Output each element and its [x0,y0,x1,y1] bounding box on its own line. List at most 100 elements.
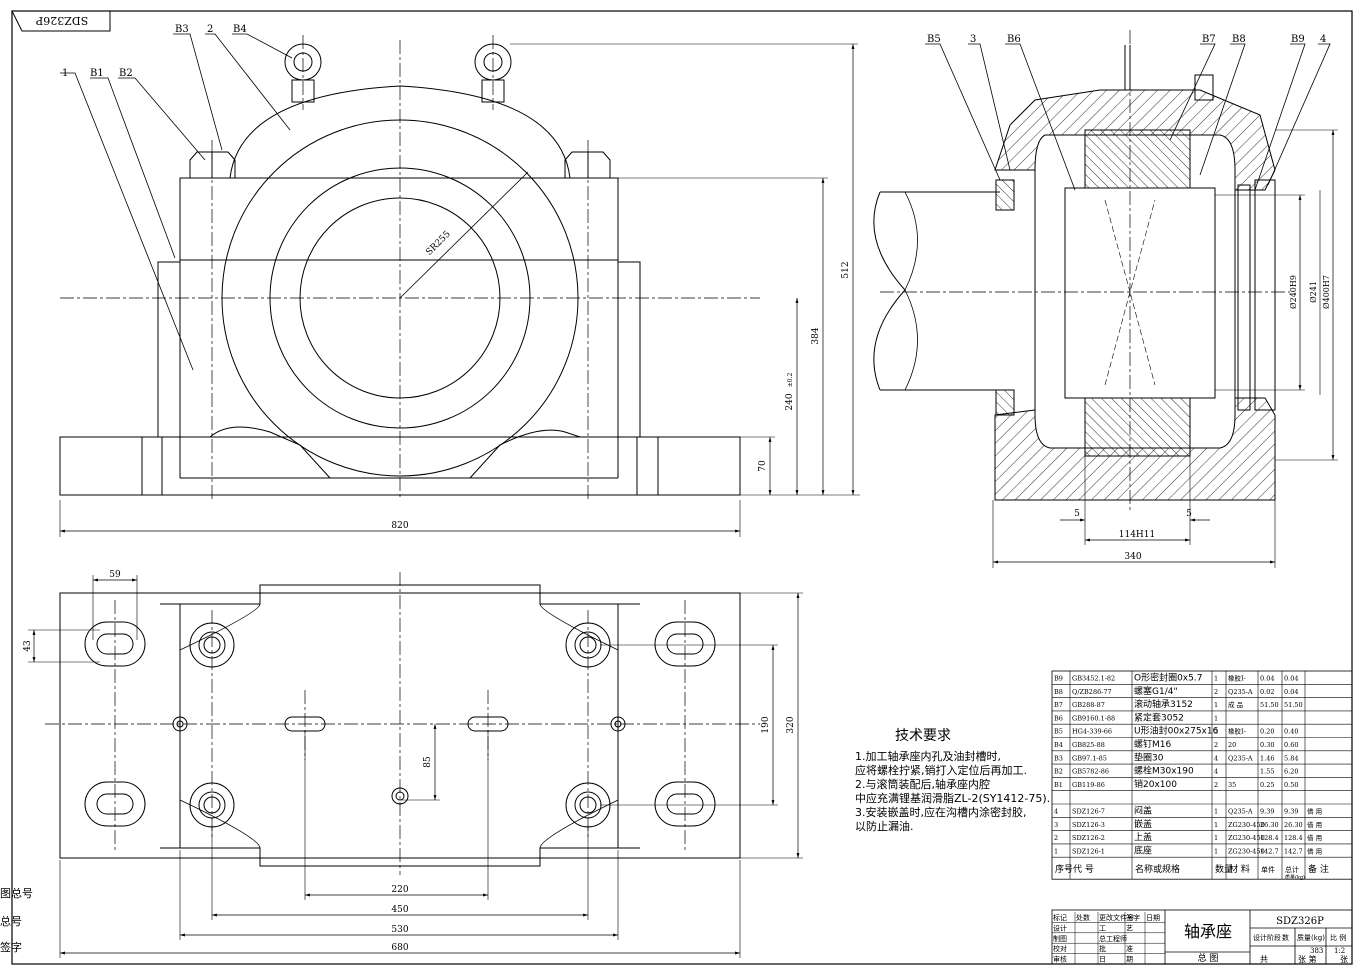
sign-cell: 校对 [1053,944,1067,953]
bom-cell: B2 [1054,768,1063,776]
bom-cell: GB97.1-85 [1072,754,1107,762]
tech-line-1: 1.加工轴承座内孔及油封槽时, [855,749,1001,763]
callout-2: 2 [207,24,213,35]
callout-b8: B8 [1232,34,1246,45]
bom-cell: 1.46 [1260,754,1274,762]
bom-cell: 0.04 [1284,675,1298,683]
bom-cell: 1 [1214,821,1218,829]
callout-b9: B9 [1291,34,1305,45]
sign-cell: 批 [1099,944,1106,953]
bom-header-cell: 名称或规格 [1135,863,1180,875]
bom-cell: 1 [1214,808,1218,816]
bom-cell: 销20x100 [1134,778,1177,790]
bom-cell: 35 [1228,781,1236,789]
bom-header-sub: 质量(kg) [1285,874,1305,881]
bom-cell: GB5782-86 [1072,768,1109,776]
bom-cell: 0.60 [1284,741,1298,749]
callout-4: 4 [1320,34,1326,45]
sign-cell: 日 [1099,956,1106,964]
callout-b2: B2 [119,68,133,79]
bom-cell: B4 [1054,741,1063,749]
bom-cell: B6 [1054,714,1063,722]
sign-cell: 艺 [1126,924,1133,932]
dim-340: 340 [1124,552,1141,562]
bom-header-cell: 序号 [1055,863,1073,875]
tech-line-3: 2.与滚筒装配后,轴承座内腔 [855,777,990,791]
bom-cell: B7 [1054,701,1063,709]
bom-cell: 20 [1228,741,1236,749]
bom-cell: HG4-339-66 [1072,728,1112,736]
tech-line-2: 应将螺栓拧紧,销打入定位后再加工. [855,763,1027,777]
front-view [59,33,860,537]
dim-450: 450 [391,905,408,915]
bom-cell: GB288-87 [1072,701,1105,709]
bom-cell: GB825-88 [1072,741,1105,749]
bom-cell: 0.02 [1260,688,1274,696]
drawing-frame [11,10,1353,965]
scale-label: 比 例 [1330,933,1346,942]
dim-190: 190 [761,716,771,733]
tech-line-5: 3.安装嵌盖时,应在沟槽内涂密封胶, [855,805,1027,819]
bom-cell: 借 用 [1307,846,1322,855]
bom-cell: 闷盖 [1134,805,1152,817]
bom-cell: Q235-A [1228,754,1253,762]
mass-label: 质量(kg) [1297,933,1325,942]
bom-cell: 成 品 [1228,700,1243,709]
bom-cell: 9.39 [1260,808,1274,816]
callout-1: 1 [62,68,68,79]
sheets-label: 共 [1260,955,1268,964]
bom-cell: 4 [1054,808,1058,816]
bom-cell: 51.50 [1260,701,1279,709]
qty-label: 数 [1282,933,1289,942]
bom-cell: 51.50 [1284,701,1303,709]
total-label: 总 图 [1198,952,1219,964]
bom-cell: B5 [1054,728,1063,736]
bom-cell: 垫圈30 [1134,751,1164,763]
part-name: 轴承座 [1184,922,1232,941]
tech-line-6: 以防止漏油. [855,819,914,833]
sign-cell: 期 [1126,956,1133,964]
title-sign-rows: 标记处数更改文件号签字日期设计工艺制图总工程师校对批准审核日期 [1052,912,1165,965]
bom-cell: Q/ZB286-77 [1072,688,1112,696]
bom-cell: O形密封圈0x5.7 [1134,672,1202,684]
bom-cell: GB9160.1-88 [1072,714,1115,722]
dim-384: 384 [811,327,821,344]
bom-cell: 128.4 [1284,834,1303,842]
drawing-no: SDZ326P [1276,916,1324,927]
bom-cell: 4 [1214,754,1218,762]
left-margin-labels: 图总号 总号 签字 [0,886,33,954]
bom-cell: B8 [1054,688,1063,696]
bom-cell: 142.7 [1260,847,1279,855]
bom-cell: SDZ126-2 [1072,834,1105,842]
bom-cell: 1 [1214,834,1218,842]
bom-header-cell: 材 料 [1229,863,1250,875]
callout-b4: B4 [233,24,247,35]
callout-b1: B1 [90,68,104,79]
callout-b3: B3 [175,24,189,35]
tech-requirements: 技术要求 1.加工轴承座内孔及油封槽时, 应将螺栓拧紧,销打入定位后再加工. 2… [855,728,1050,833]
title-block-labels: 轴承座 总 图 SDZ326P 设计阶段 数 质量(kg) 比 例 383 1:… [1184,916,1348,964]
dim-sr255: SR255 [424,229,453,258]
bom-cell: 借 用 [1307,833,1322,842]
bom-cell: 5.84 [1284,754,1298,762]
bom-cell: ZG230-450 [1228,834,1265,842]
bom-cell: 借 用 [1307,807,1322,816]
side-view-labels: B5 3 B6 B7 B8 B9 4 340 114H11 5 5 Ø240H9… [927,34,1331,562]
bom-cell: 6.20 [1284,768,1298,776]
bom-cell: 0.04 [1284,688,1298,696]
bom-cell: 2 [1214,741,1218,749]
bom-cell: B1 [1054,781,1063,789]
bom-cell: 4 [1214,768,1218,776]
dim-70: 70 [758,460,768,472]
drawing-code-stamp: SDZ326P [35,14,88,27]
dim-820: 820 [391,521,408,531]
title-block [1051,909,1353,965]
bom-cell: ZG230-450 [1228,847,1265,855]
bom-cell: ZG230-450 [1228,821,1265,829]
bom-cell: GB119-86 [1072,781,1105,789]
bom-cell: 2 [1214,728,1218,736]
dim-530: 530 [391,925,408,935]
bom-cell: 0.50 [1284,781,1298,789]
margin-label-signature: 签字 [0,940,22,954]
